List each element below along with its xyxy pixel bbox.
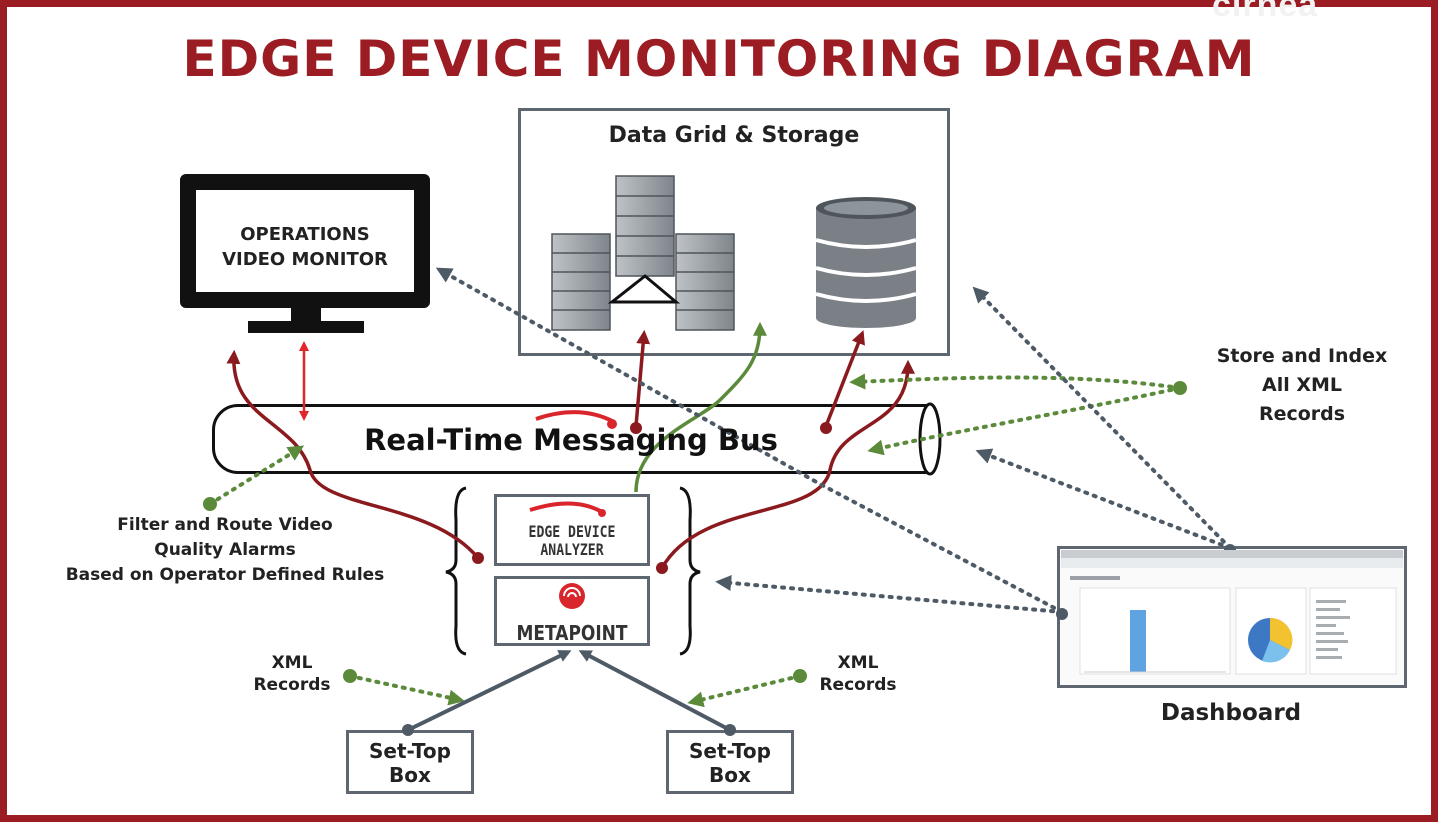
store-note-line1: Store and Index	[1216, 345, 1388, 367]
metapoint-box: METAPOINT	[494, 576, 650, 646]
store-note-line3: Records	[1258, 403, 1346, 425]
dashboard-mini-ui	[1061, 550, 1403, 675]
left-brace	[445, 486, 467, 656]
storage-title: Data Grid & Storage	[608, 123, 860, 148]
dotted-xml-right	[687, 674, 802, 708]
dotted-dashboard-to-database	[972, 286, 1232, 550]
monitor-label-line2: VIDEO MONITOR	[222, 249, 388, 270]
messaging-bus-cylinder	[212, 404, 930, 474]
filter-note-line2: Quality Alarms	[154, 540, 296, 560]
filter-note-line1: Filter and Route Video	[117, 515, 333, 535]
dashboard-label: Dashboard	[1160, 700, 1302, 726]
store-index-note: Store and Index All XML Records	[1185, 342, 1419, 429]
set-top-box-left: Set-Top Box	[346, 730, 474, 794]
dotted-dashboard-to-analyzer	[715, 575, 1064, 614]
filter-note-line3: Based on Operator Defined Rules	[65, 565, 385, 585]
messaging-bus-label: Real-Time Messaging Bus	[364, 423, 778, 457]
arrow-bus-to-servers	[634, 329, 651, 427]
database-icon	[815, 197, 917, 328]
monitor-label-line1: OPERATIONS	[240, 224, 370, 245]
arrow-analyzer-to-database	[660, 359, 915, 569]
set-top-box-left-line1: Set-Top	[369, 739, 451, 763]
brand-swoosh-icon	[535, 410, 615, 424]
analyzer-label: EDGE DEVICE ANALYZER	[511, 523, 634, 559]
metapoint-label: METAPOINT	[516, 621, 628, 645]
dotted-xml-left	[348, 674, 465, 706]
dotted-filter-to-bus	[208, 445, 305, 506]
diagram-title: EDGE DEVICE MONITORING DIAGRAM	[182, 30, 1256, 88]
arrow-stb-right-to-metapoint	[578, 650, 731, 732]
set-top-box-left-line2: Box	[389, 763, 431, 787]
xml-records-right-label: XML Records	[798, 652, 918, 696]
xml-records-left-label: XML Records	[232, 652, 352, 696]
monitor-stand-icon	[291, 306, 321, 324]
xml-right-line1: XML	[837, 653, 879, 673]
xml-right-line2: Records	[819, 675, 897, 695]
set-top-box-right-line2: Box	[709, 763, 751, 787]
filter-route-note: Filter and Route Video Quality Alarms Ba…	[30, 513, 420, 588]
analyzer-label-line1: EDGE DEVICE	[528, 522, 616, 541]
dotted-store-to-bus	[867, 386, 1182, 456]
monitor-base-icon	[248, 321, 364, 333]
operations-video-monitor: OPERATIONS VIDEO MONITOR	[180, 174, 430, 308]
analyzer-label-line2: ANALYZER	[540, 540, 604, 559]
set-top-box-right: Set-Top Box	[666, 730, 794, 794]
dotted-dashboard-to-bus	[975, 448, 1232, 550]
arrow-stb-left-to-metapoint	[407, 650, 572, 732]
arrow-analyzer-to-monitor	[226, 349, 480, 560]
xml-left-line1: XML	[271, 653, 313, 673]
store-note-line2: All XML	[1261, 374, 1342, 396]
edge-device-analyzer-box: EDGE DEVICE ANALYZER	[494, 494, 650, 566]
dotted-dashboard-to-monitor	[435, 267, 1064, 614]
monitor-label: OPERATIONS VIDEO MONITOR	[196, 222, 414, 272]
server-cluster-icon	[551, 175, 735, 331]
right-brace	[679, 486, 701, 656]
dotted-store-to-database	[849, 373, 1182, 390]
analyzer-swoosh-icon	[529, 501, 603, 514]
xml-left-line2: Records	[253, 675, 331, 695]
watermark: cirnea	[1212, 0, 1319, 24]
arrow-analyzer-to-storage	[634, 321, 767, 493]
arrow-bus-to-database	[824, 330, 865, 427]
set-top-box-right-line1: Set-Top	[689, 739, 771, 763]
metapoint-logo-icon	[559, 583, 585, 609]
